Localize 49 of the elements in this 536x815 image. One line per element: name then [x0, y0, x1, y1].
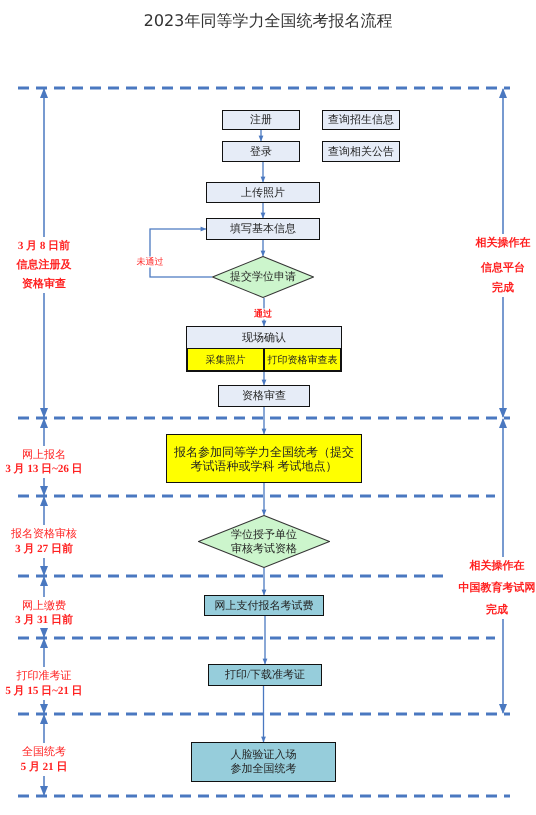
timeline-label: 相关操作在	[470, 559, 524, 573]
arrow	[261, 686, 266, 743]
timeline-label: 全国统考	[22, 745, 66, 759]
timeline-label: 网上报名	[22, 448, 66, 462]
timeline-label: 3 月 8 日前	[18, 239, 70, 253]
timeline-label: 完成	[486, 603, 508, 617]
process-box: 打印/下载准考证	[208, 664, 322, 686]
process-box: 注册	[222, 110, 300, 130]
process-box: 填写基本信息	[206, 218, 320, 240]
process-box: 人脸验证入场参加全国统考	[191, 742, 336, 782]
arrow	[262, 407, 266, 435]
arrow	[262, 616, 268, 665]
timeline-label: 5 月 15 日~21 日	[5, 684, 83, 698]
task-cell: 打印资格审查表	[264, 348, 341, 371]
timeline-label: 网上缴费	[22, 599, 66, 613]
decision-diamond: 提交学位申请	[212, 256, 314, 298]
timeline-label: 打印准考证	[16, 669, 72, 683]
process-box: 报名参加同等学力全国统考（提交考试语种或学科 考试地点）	[166, 434, 362, 483]
edge-label: 通过	[253, 308, 273, 320]
timeline-label: 相关操作在	[476, 236, 530, 250]
arrow	[262, 483, 266, 516]
process-box: 上传照片	[206, 182, 320, 203]
arrow	[149, 226, 212, 278]
timeline-label: 信息平台	[481, 261, 525, 275]
edge-label: 未通过	[136, 256, 164, 268]
arrow	[262, 568, 266, 596]
task-cell: 采集照片	[187, 348, 264, 371]
process-box: 查询招生信息	[322, 110, 400, 130]
timeline-label: 3 月 27 日前	[15, 542, 73, 556]
timeline-label: 信息注册及	[16, 258, 72, 272]
timeline-label: 报名资格审核	[11, 527, 77, 541]
timeline-label: 3 月 31 日前	[15, 613, 73, 627]
title: 2023年同等学力全国统考报名流程	[144, 11, 392, 32]
timeline-label: 完成	[492, 281, 514, 295]
arrow	[258, 130, 264, 142]
arrow	[260, 162, 266, 183]
timeline-label: 5 月 21 日	[20, 760, 68, 774]
process-box: 网上支付报名考试费	[204, 595, 324, 616]
arrow	[260, 240, 266, 257]
timeline-label: 资格审查	[22, 277, 66, 291]
process-box: 登录	[222, 141, 300, 162]
arrow	[262, 372, 266, 386]
decision-diamond: 学位授予单位审核考试资格	[198, 515, 330, 568]
timeline-label: 3 月 13 日~26 日	[5, 462, 83, 476]
arrow	[260, 203, 266, 219]
confirmation-box: 现场确认 采集照片 打印资格审查表	[186, 326, 342, 372]
timeline-label: 中国教育考试网	[458, 581, 536, 595]
process-box: 查询相关公告	[322, 141, 400, 162]
process-box: 资格审查	[218, 385, 310, 407]
